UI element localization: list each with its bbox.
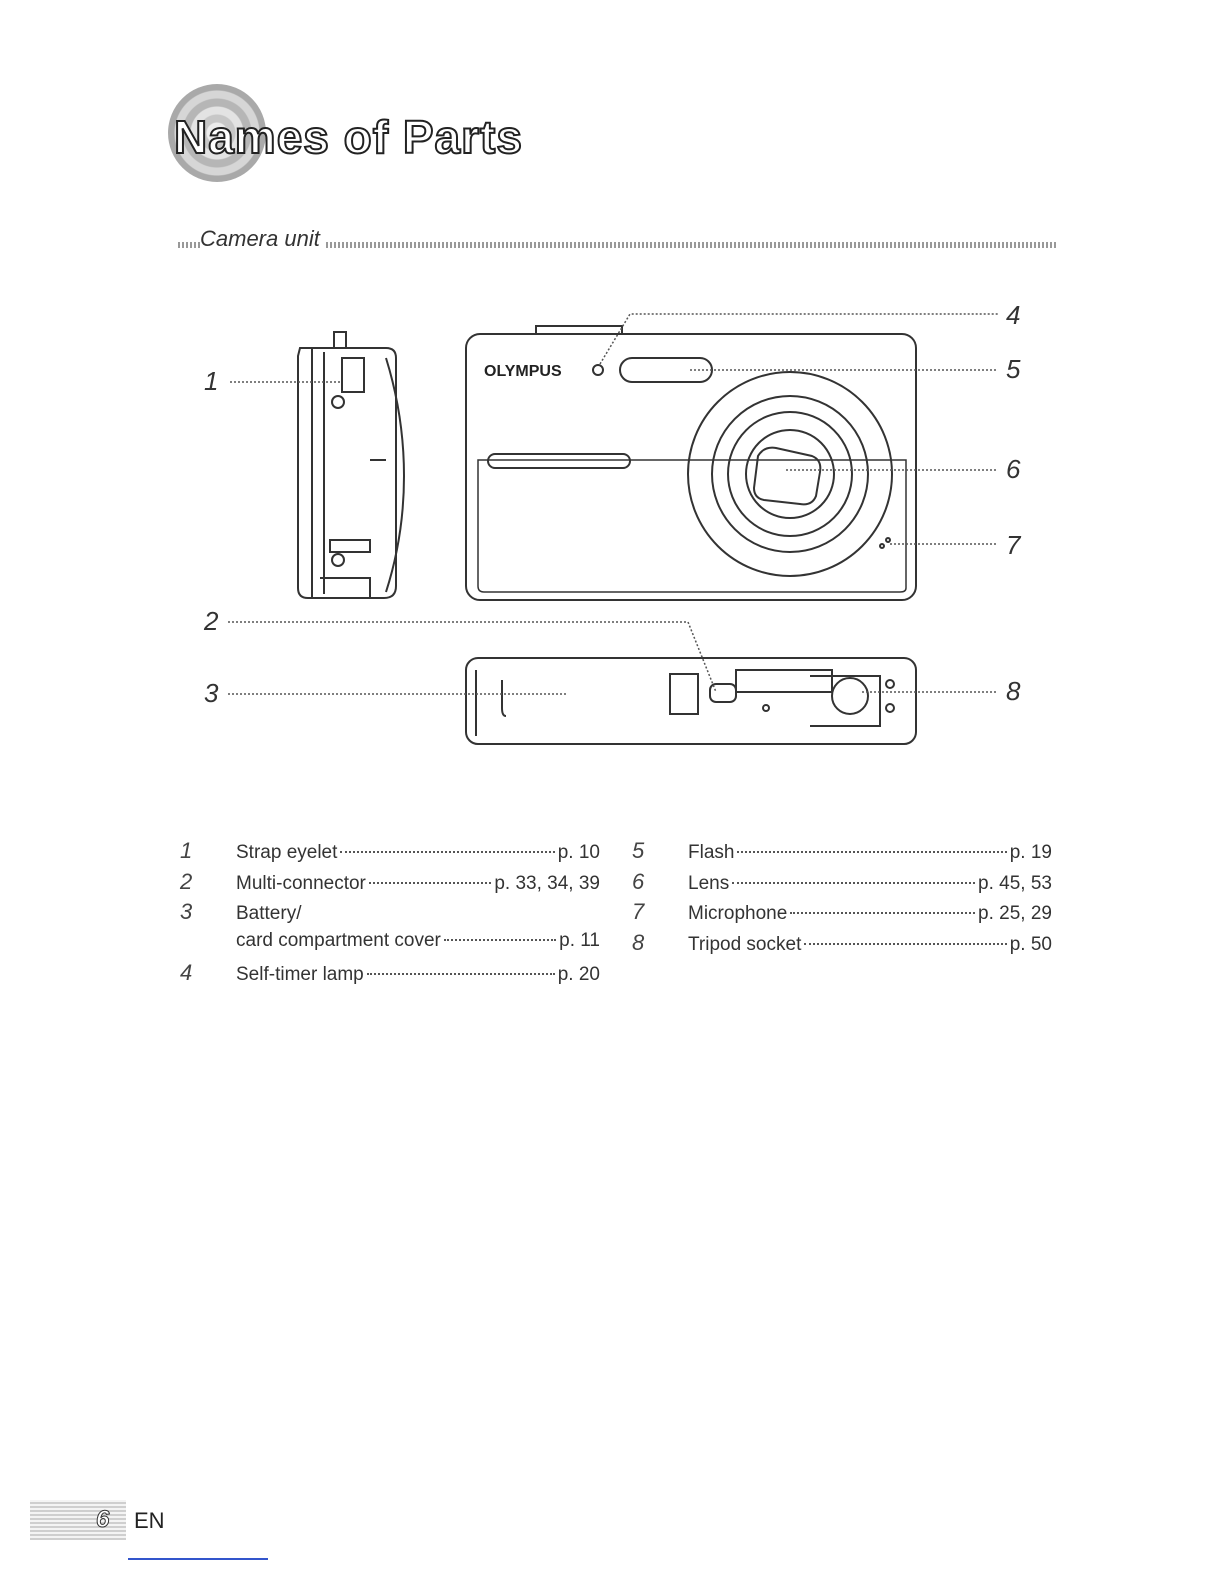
section-title: Camera unit — [200, 226, 326, 252]
camera-brand-label: OLYMPUS — [484, 363, 562, 380]
item-number: 3 — [180, 899, 236, 925]
page-title-block: Names of Parts — [168, 84, 588, 180]
item-label: Multi-connector — [236, 873, 366, 895]
callout-4: 4 — [1006, 300, 1020, 330]
parts-list-left: 1 Strap eyelet p. 10 2 Multi-connector p… — [180, 838, 600, 991]
item-page: p. 20 — [558, 964, 600, 986]
item-label: Flash — [688, 842, 734, 864]
item-page: p. 10 — [558, 842, 600, 864]
item-label: Self-timer lamp — [236, 964, 364, 986]
item-number: 2 — [180, 869, 236, 895]
item-number: 8 — [632, 930, 688, 956]
leader-dots — [369, 881, 491, 884]
language-code: EN — [134, 1508, 165, 1534]
page-number: 6 — [96, 1506, 109, 1534]
callout-leaders — [228, 314, 998, 694]
camera-bottom-view — [466, 658, 916, 744]
leader-dots — [444, 938, 556, 941]
item-label: Tripod socket — [688, 934, 801, 956]
list-item: 6 Lens p. 45, 53 — [632, 869, 1052, 900]
list-item: 8 Tripod socket p. 50 — [632, 930, 1052, 961]
parts-list-right: 5 Flash p. 19 6 Lens p. 45, 53 7 Microph… — [632, 838, 1052, 960]
item-number: 4 — [180, 960, 236, 986]
list-item: 5 Flash p. 19 — [632, 838, 1052, 869]
camera-side-view — [298, 332, 404, 598]
item-number: 5 — [632, 838, 688, 864]
item-page: p. 50 — [1010, 934, 1052, 956]
leader-dots — [367, 972, 555, 975]
item-label: Microphone — [688, 903, 787, 925]
page-number-tab — [30, 1500, 126, 1540]
leader-dots — [804, 942, 1006, 945]
leader-dots — [790, 911, 975, 914]
callout-3: 3 — [204, 678, 219, 708]
item-number: 1 — [180, 838, 236, 864]
item-label: Strap eyelet — [236, 842, 337, 864]
callout-5: 5 — [1006, 354, 1021, 384]
camera-illustration: OLYMPUS 1 2 3 4 5 6 7 8 — [190, 296, 1040, 766]
callout-1: 1 — [204, 366, 218, 396]
item-page: p. 11 — [559, 930, 600, 952]
callout-7: 7 — [1006, 530, 1022, 560]
item-label: card compartment cover — [236, 930, 441, 952]
item-number: 6 — [632, 869, 688, 895]
callout-8: 8 — [1006, 676, 1021, 706]
leader-dots — [732, 881, 975, 884]
callout-2: 2 — [203, 606, 219, 636]
item-label: Lens — [688, 873, 729, 895]
leader-dots — [340, 850, 554, 853]
list-item: 3 Battery/ — [180, 899, 600, 930]
page-title: Names of Parts — [174, 110, 523, 164]
item-page: p. 19 — [1010, 842, 1052, 864]
section-header: Camera unit — [178, 222, 1058, 254]
callout-6: 6 — [1006, 454, 1021, 484]
item-number: 7 — [632, 899, 688, 925]
list-item: 2 Multi-connector p. 33, 34, 39 — [180, 869, 600, 900]
camera-diagram: OLYMPUS 1 2 3 4 5 6 7 8 — [190, 296, 1040, 766]
list-item: card compartment cover p. 11 — [180, 930, 600, 961]
item-page: p. 33, 34, 39 — [494, 873, 600, 895]
list-item: 7 Microphone p. 25, 29 — [632, 899, 1052, 930]
item-page: p. 45, 53 — [978, 873, 1052, 895]
item-label: Battery/ — [236, 903, 301, 925]
leader-dots — [737, 850, 1006, 853]
list-item: 1 Strap eyelet p. 10 — [180, 838, 600, 869]
list-item: 4 Self-timer lamp p. 20 — [180, 960, 600, 991]
item-page: p. 25, 29 — [978, 903, 1052, 925]
footer-rule — [128, 1558, 268, 1560]
